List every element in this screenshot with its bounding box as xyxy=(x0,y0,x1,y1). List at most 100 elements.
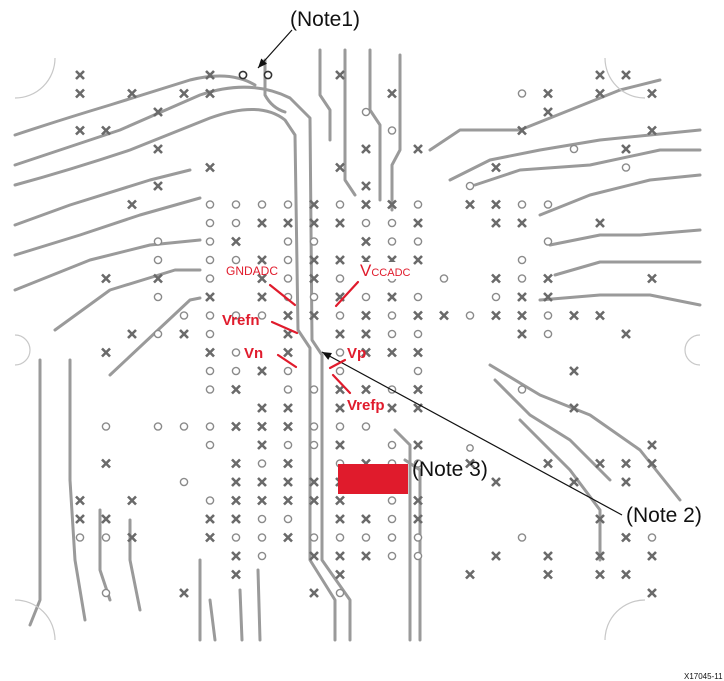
ground-via xyxy=(517,292,527,302)
ground-via xyxy=(127,199,137,210)
via xyxy=(257,551,267,561)
via xyxy=(543,329,553,339)
via xyxy=(621,163,631,172)
via xyxy=(205,255,215,265)
ground-via xyxy=(543,458,553,469)
via xyxy=(205,440,215,450)
via xyxy=(517,89,527,98)
via xyxy=(179,477,189,487)
ground-via xyxy=(647,273,657,284)
trace xyxy=(368,48,382,202)
trace xyxy=(238,588,244,642)
trace xyxy=(343,48,357,197)
via xyxy=(205,218,215,228)
ground-via xyxy=(231,421,241,432)
trace xyxy=(108,296,202,377)
ground-via xyxy=(231,458,241,469)
via xyxy=(387,551,397,561)
ground-via xyxy=(543,292,553,302)
ground-via xyxy=(621,70,631,80)
via xyxy=(231,255,241,265)
ground-via xyxy=(127,495,137,506)
via xyxy=(413,551,423,561)
ground-via xyxy=(283,495,293,506)
ground-via xyxy=(647,125,657,136)
via xyxy=(361,218,371,228)
ground-via xyxy=(595,551,605,561)
ground-via xyxy=(257,440,267,450)
via xyxy=(179,422,189,431)
via xyxy=(387,311,397,320)
ground-via xyxy=(335,514,345,524)
via xyxy=(205,311,215,320)
ground-via xyxy=(517,329,527,339)
trace xyxy=(448,128,702,182)
via xyxy=(309,533,319,542)
ground-via xyxy=(413,440,423,450)
ground-via xyxy=(101,125,111,136)
trace xyxy=(98,508,112,602)
ground-via xyxy=(179,88,189,99)
via xyxy=(205,274,215,283)
via xyxy=(647,533,657,542)
ground-via xyxy=(569,403,579,413)
ground-via xyxy=(387,292,397,302)
via xyxy=(491,292,501,302)
ground-via xyxy=(621,532,631,543)
gndadc-leader xyxy=(268,283,297,307)
via xyxy=(465,181,475,191)
ground-via xyxy=(101,273,111,284)
vp-leader xyxy=(328,358,347,370)
ground-via xyxy=(283,532,293,543)
ground-via xyxy=(413,310,423,321)
ground-via xyxy=(335,551,345,561)
ground-via xyxy=(413,495,423,506)
ground-via xyxy=(595,70,605,80)
via xyxy=(543,200,553,209)
ground-via xyxy=(595,458,605,469)
trace xyxy=(318,48,332,142)
via xyxy=(387,237,397,246)
via xyxy=(335,311,345,320)
via xyxy=(231,533,241,542)
ground-via xyxy=(361,329,371,339)
ground-via xyxy=(387,88,397,99)
ground-via xyxy=(595,218,605,228)
vrefp-leader xyxy=(331,373,352,395)
ground-via xyxy=(231,495,241,506)
ground-via xyxy=(309,588,319,598)
trace xyxy=(390,53,402,212)
ground-via xyxy=(543,569,553,580)
ground-via xyxy=(361,199,371,210)
ground-via xyxy=(621,329,631,339)
via xyxy=(283,440,293,450)
trace xyxy=(13,238,202,292)
via xyxy=(309,292,319,302)
ground-via xyxy=(543,273,553,284)
via xyxy=(205,329,215,339)
ground-via xyxy=(361,514,371,524)
trace xyxy=(538,293,702,307)
corner-arc xyxy=(604,57,646,99)
ground-via xyxy=(309,273,319,284)
ground-via xyxy=(257,292,267,302)
ground-via xyxy=(361,236,371,247)
via xyxy=(231,366,241,376)
via xyxy=(465,311,475,320)
ground-via xyxy=(413,384,423,395)
ground-via xyxy=(465,199,475,210)
ground-via xyxy=(75,495,85,506)
via xyxy=(361,422,371,431)
via xyxy=(387,218,397,228)
ground-via xyxy=(621,144,631,154)
ground-via xyxy=(231,384,241,395)
ground-via xyxy=(335,495,345,506)
ground-via xyxy=(309,477,319,487)
ground-via xyxy=(335,218,345,228)
note2-arrow xyxy=(321,351,623,516)
ground-via xyxy=(205,292,215,302)
ground-via xyxy=(309,495,319,506)
ground-via xyxy=(309,199,319,210)
ground-via xyxy=(309,551,319,561)
